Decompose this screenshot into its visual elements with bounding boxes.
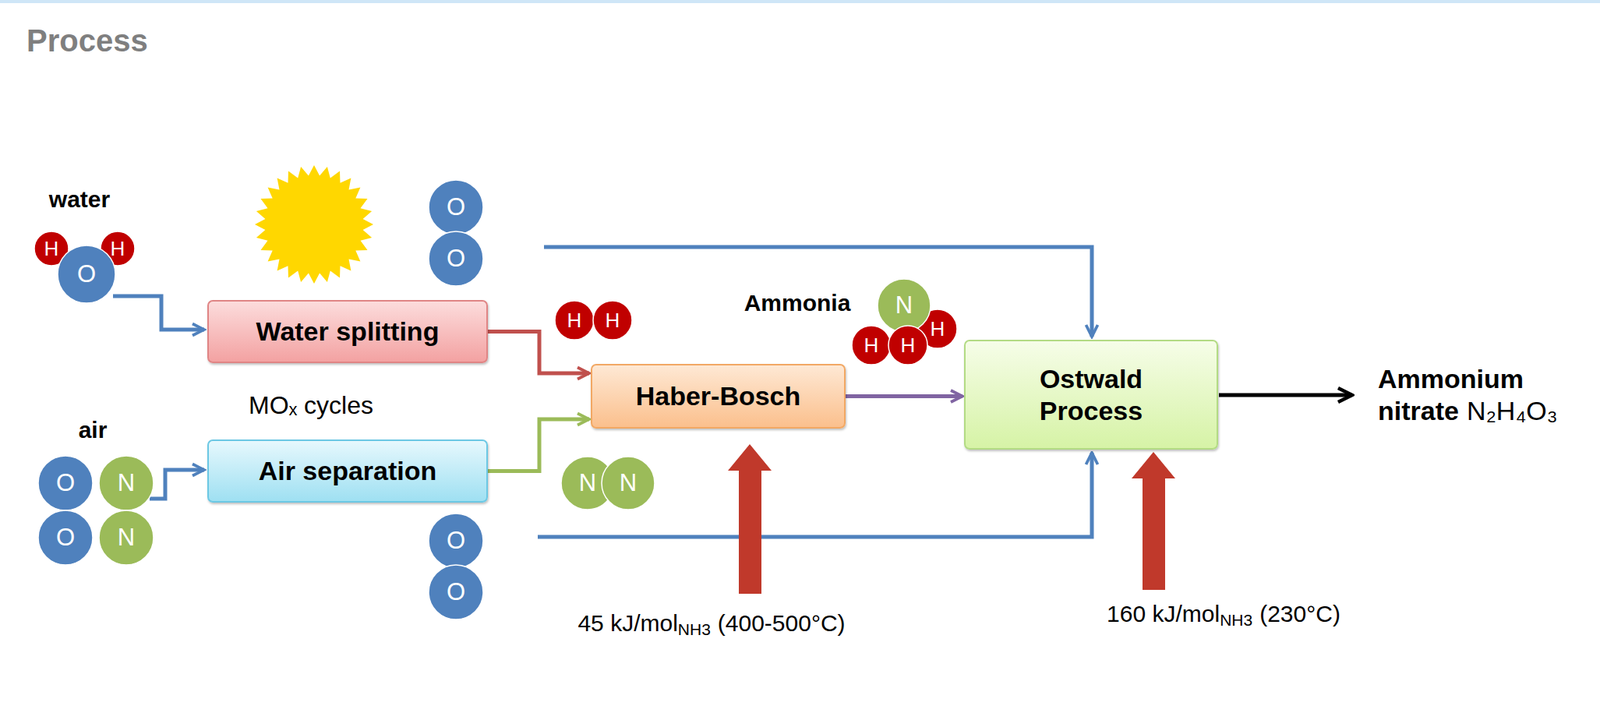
atom-letter: H bbox=[900, 334, 916, 357]
atom-circle bbox=[98, 510, 154, 566]
molecule-label: Ammonia bbox=[744, 289, 852, 316]
atom-circle bbox=[601, 456, 655, 510]
process-box: Haber-Bosch bbox=[590, 363, 846, 429]
air-feed-line bbox=[149, 469, 205, 499]
atom-letter: N bbox=[117, 469, 135, 497]
product-arrow bbox=[1218, 393, 1353, 398]
energy-value: 45 kJ/mol bbox=[577, 609, 678, 638]
atom-letter: H bbox=[864, 334, 880, 357]
atom-letter: H bbox=[605, 309, 621, 333]
sun bbox=[254, 165, 374, 284]
atom-circle bbox=[851, 325, 891, 365]
atom-circle bbox=[888, 325, 928, 365]
box-label: Air separation bbox=[258, 455, 438, 488]
atom-letter: H bbox=[930, 317, 946, 341]
section-title: Process bbox=[26, 23, 149, 59]
temperature: (230°C) bbox=[1259, 600, 1341, 629]
water-feed-line bbox=[113, 296, 205, 330]
atom-letter: N bbox=[619, 469, 637, 497]
box-label: Haber-Bosch bbox=[635, 380, 802, 413]
atom-letter: H bbox=[110, 237, 126, 261]
atom-letter: O bbox=[446, 194, 466, 221]
oxygen-line bbox=[537, 452, 1092, 537]
atom-letter: N bbox=[895, 292, 913, 319]
atom-circle bbox=[57, 245, 116, 304]
atom-circle bbox=[38, 510, 93, 566]
process-box: Ostwald Process bbox=[964, 339, 1219, 450]
atom-letter: H bbox=[567, 309, 583, 333]
flow-arrow bbox=[487, 419, 590, 472]
atom-letter: O bbox=[56, 524, 75, 551]
atom-letter: H bbox=[44, 237, 60, 261]
chemical-formula: N₂H₄O₃ bbox=[1466, 395, 1558, 428]
label-group: 45 kJ/molNH3 (400-500°C) bbox=[577, 609, 845, 640]
flow-arrow bbox=[845, 394, 963, 399]
molecule-label: air bbox=[78, 416, 108, 443]
atom-letter: O bbox=[77, 261, 96, 288]
atom-letter: O bbox=[446, 527, 466, 555]
atom-circle bbox=[593, 300, 633, 340]
temperature: (400-500°C) bbox=[717, 609, 846, 638]
heat-arrow bbox=[1131, 452, 1176, 590]
top-bar bbox=[0, 0, 1600, 4]
heat-arrow bbox=[727, 444, 772, 594]
atom-circle bbox=[98, 455, 154, 511]
atom-circle bbox=[877, 279, 931, 333]
molecule-label: water bbox=[49, 186, 110, 212]
atom-letter: N bbox=[117, 524, 135, 551]
atom-letter: O bbox=[56, 469, 75, 497]
atom-circle bbox=[428, 565, 484, 620]
unit-subscript: NH3 bbox=[1219, 610, 1253, 630]
process-box: Water splitting bbox=[207, 300, 488, 364]
atom-circle bbox=[428, 513, 484, 569]
atom-letter: O bbox=[446, 579, 466, 606]
label-group: Ammonium nitrateN₂H₄O₃ bbox=[1377, 363, 1593, 428]
unit-subscript: NH3 bbox=[678, 619, 711, 640]
atom-circle bbox=[554, 300, 594, 340]
label-group: 160 kJ/molNH3 (230°C) bbox=[1106, 600, 1341, 630]
atom-circle bbox=[38, 455, 93, 511]
box-label: Ostwald Process bbox=[1009, 363, 1173, 428]
box-label: Water splitting bbox=[256, 315, 440, 348]
atom-circle bbox=[428, 180, 484, 235]
process-note: MOₓ cycles bbox=[248, 392, 374, 420]
flow-arrow bbox=[487, 332, 590, 375]
process-box: Air separation bbox=[207, 439, 488, 503]
atom-letter: N bbox=[579, 469, 597, 497]
atom-circle bbox=[428, 231, 484, 287]
energy-value: 160 kJ/mol bbox=[1106, 600, 1220, 629]
atom-letter: O bbox=[446, 245, 466, 272]
